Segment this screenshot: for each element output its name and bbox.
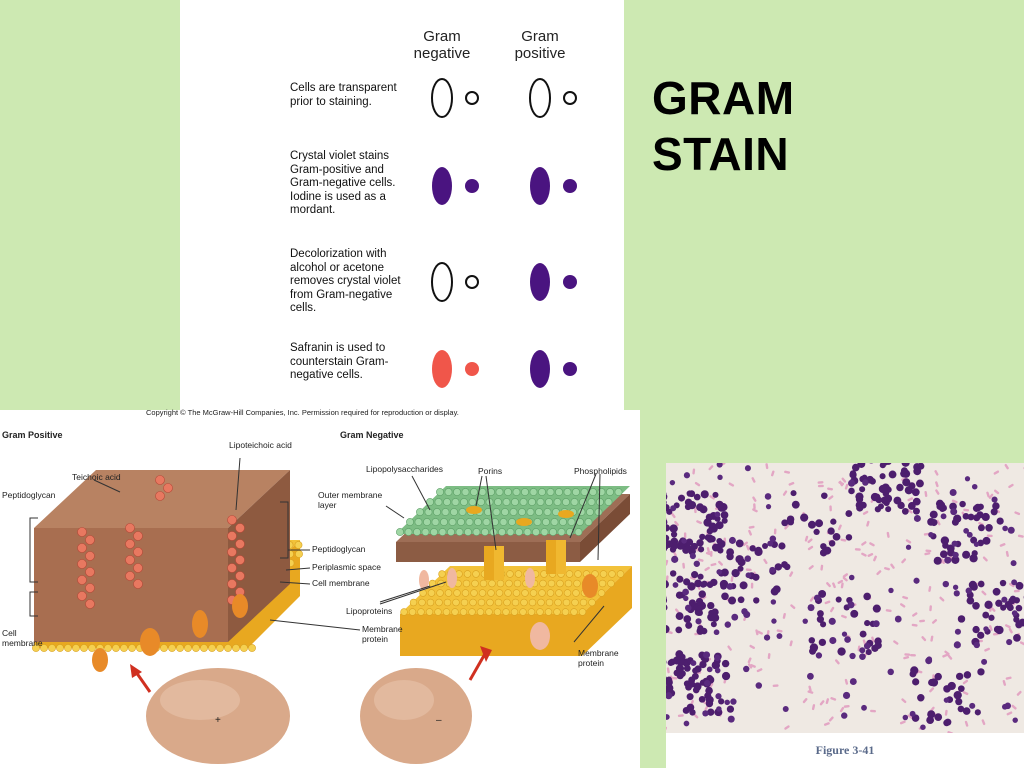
gp-brackets: [29, 457, 361, 631]
gram-negative-coccus-step-3: [465, 275, 479, 289]
label-lipoproteins: Lipoproteins: [346, 606, 393, 616]
label-lipoteichoic-acid: Lipoteichoic acid: [229, 440, 292, 450]
gram-negative-rod-step-1: [431, 78, 453, 118]
label-lipopolysaccharides: Lipopolysaccharides: [366, 464, 444, 474]
gram-positive-rod-step-2: [530, 167, 550, 205]
slide-title: GRAM STAIN: [652, 70, 795, 182]
gn-outer-membrane: [396, 486, 630, 536]
label-gp-cell-membrane: Cell membrane: [2, 628, 43, 648]
label-periplasmic-space: Periplasmic space: [312, 562, 381, 572]
gn-porins: [466, 506, 574, 580]
gram-positive-coccus-step-3: [563, 275, 577, 289]
gram-negative-title: Gram Negative: [340, 430, 404, 440]
gn-lipoproteins: [419, 568, 598, 650]
step-3-text: Decolorization with alcohol or acetone r…: [290, 248, 401, 314]
gram-positive-coccus-step-2: [563, 179, 577, 193]
gram-positive-rod-step-4: [530, 350, 550, 388]
label-peptidoglycan: Peptidoglycan: [312, 544, 366, 554]
gp-cell-sign: +: [215, 715, 221, 726]
label-cell-membrane: Cell membrane: [312, 578, 370, 588]
gram-negative-rod-step-4: [432, 350, 452, 388]
label-phospholipids: Phospholipids: [574, 466, 627, 476]
label-gp-peptidoglycan: Peptidoglycan: [2, 490, 56, 500]
title-line-1: GRAM: [652, 72, 795, 124]
header-gram-positive-l2: positive: [514, 45, 566, 62]
label-gp-membrane-protein: Membrane protein: [362, 624, 403, 644]
cell-wall-figure: Copyright © The McGraw-Hill Companies, I…: [0, 408, 640, 768]
stained-cells: [431, 78, 577, 388]
gram-negative-coccus-step-1: [465, 91, 479, 105]
gn-leader-lines: [379, 473, 605, 643]
micrograph-bacteria: [666, 463, 1024, 733]
gn-cell-sign: –: [436, 715, 442, 726]
figure-caption: Figure 3-41: [815, 743, 875, 757]
label-outer-membrane-layer: Outer membrane layer: [318, 490, 383, 510]
header-gram-negative-l2: negative: [413, 45, 471, 62]
copyright-notice: Copyright © The McGraw-Hill Companies, I…: [146, 408, 459, 417]
header-gram-negative-l1: Gram: [423, 28, 461, 45]
step-1-text: Cells are transparent prior to staining.: [290, 82, 397, 108]
header-gram-positive-l1: Gram: [521, 28, 559, 45]
gram-positive-rod-step-3: [530, 263, 550, 301]
gram-negative-rod-step-2: [432, 167, 452, 205]
header-gram-positive: Gram positive: [500, 28, 580, 62]
gp-membrane-proteins: [92, 594, 248, 672]
label-gn-membrane-protein: Membrane protein: [578, 648, 619, 668]
gram-positive-rod-step-1: [529, 78, 551, 118]
gram-stain-steps-panel: Gram negative Gram positive Cells are tr…: [180, 0, 624, 410]
gram-negative-rod-step-3: [431, 262, 453, 302]
header-gram-negative: Gram negative: [402, 28, 482, 62]
label-porins: Porins: [478, 466, 503, 476]
gn-cell: [360, 646, 492, 764]
gram-positive-coccus-step-4: [563, 362, 577, 376]
gp-teichoic-acid-chains: [77, 475, 245, 613]
label-teichoic-acid: Teichoic acid: [72, 472, 121, 482]
gram-negative-coccus-step-2: [465, 179, 479, 193]
title-line-2: STAIN: [652, 128, 790, 180]
gram-negative-coccus-step-4: [465, 362, 479, 376]
step-4-text: Safranin is used to counterstain Gram-ne…: [290, 342, 389, 381]
gram-stain-micrograph: [666, 463, 1024, 733]
gp-cell: [130, 664, 290, 764]
gram-positive-coccus-step-1: [563, 91, 577, 105]
gn-inner-membrane: [400, 566, 632, 656]
step-2-text: Crystal violet stains Gram-positive and …: [290, 150, 396, 216]
micrograph-panel: Figure 3-41: [666, 463, 1024, 768]
gram-positive-title: Gram Positive: [2, 430, 63, 440]
cell-wall-illustration: [29, 457, 632, 764]
